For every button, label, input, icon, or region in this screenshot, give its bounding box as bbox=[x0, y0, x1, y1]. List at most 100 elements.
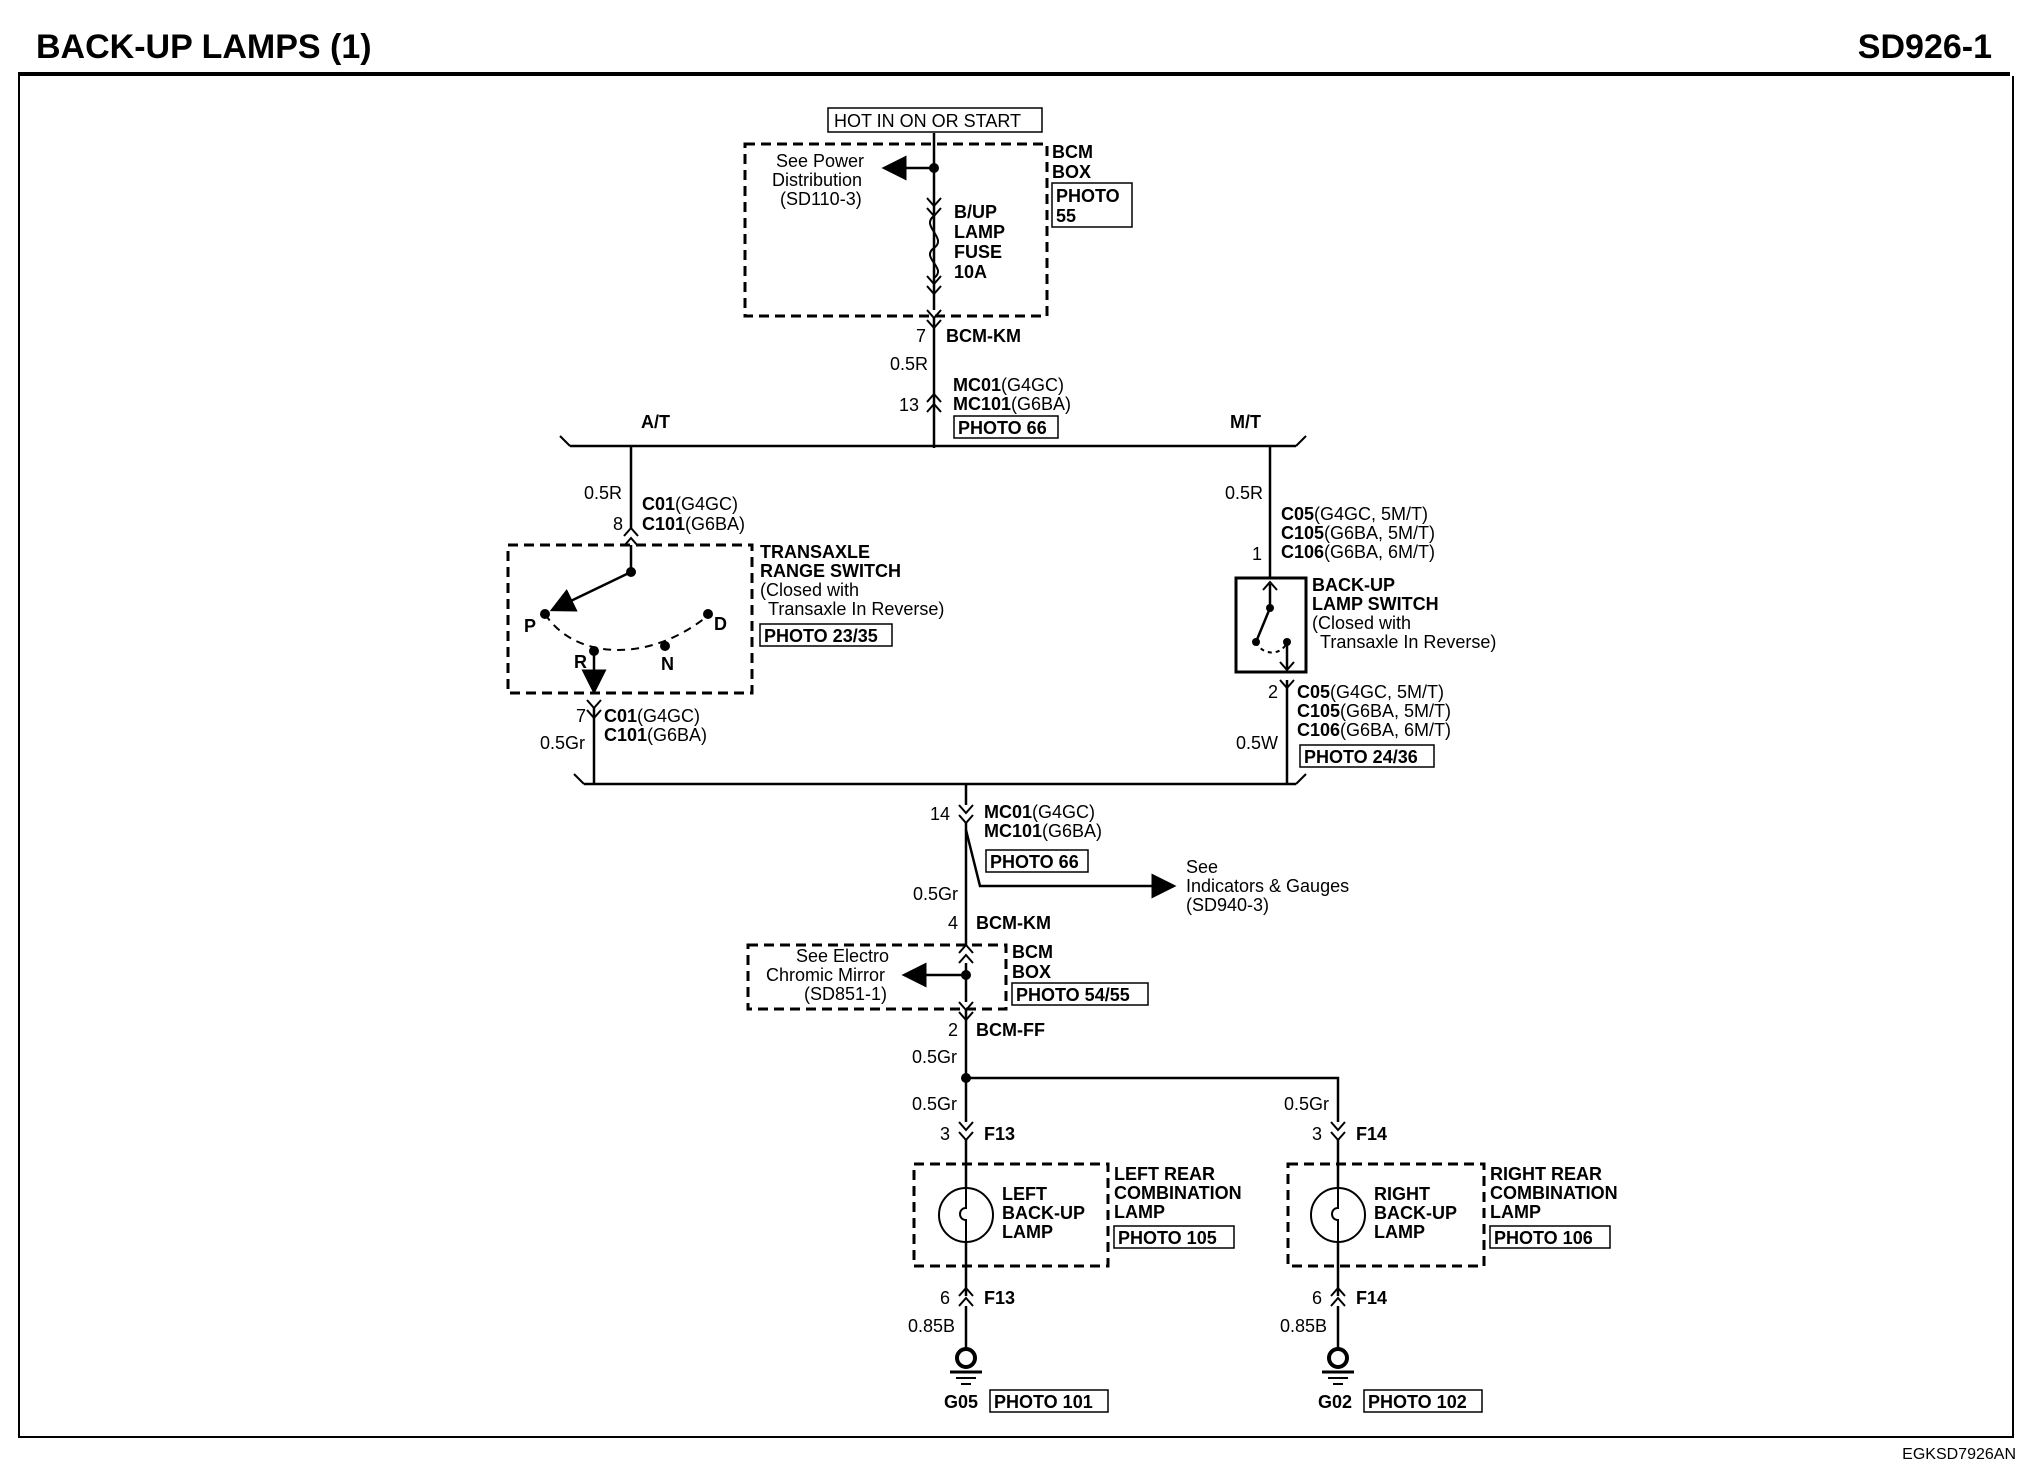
mt-c105: C105 bbox=[1281, 523, 1324, 543]
right-wire-gnd: 0.85B bbox=[1280, 1316, 1327, 1336]
svg-text:MC101(G6BA): MC101(G6BA) bbox=[953, 394, 1071, 414]
at-wire: 0.5R bbox=[584, 483, 622, 503]
see-mirror-1: See Electro bbox=[796, 946, 889, 966]
hot-label-box bbox=[827, 107, 1043, 133]
header-bar: BACK-UP LAMPS (1) SD926-1 bbox=[18, 18, 2010, 76]
at-c101: C101 bbox=[642, 514, 685, 534]
wire-top: 0.5R bbox=[890, 354, 928, 374]
see-ind-3: (SD940-3) bbox=[1186, 895, 1269, 915]
right-name-1: RIGHT bbox=[1374, 1184, 1430, 1204]
see-power-line2: Distribution bbox=[772, 170, 862, 190]
mid-photo5455: PHOTO 54/55 bbox=[1016, 985, 1130, 1005]
svg-text:C106(G6BA, 6M/T): C106(G6BA, 6M/T) bbox=[1281, 542, 1435, 562]
bcm-box-top bbox=[743, 142, 1049, 318]
mid-mc101-spec: (G6BA) bbox=[1042, 821, 1102, 841]
right-name-2: BACK-UP bbox=[1374, 1203, 1457, 1223]
mt-switch-1: BACK-UP bbox=[1312, 575, 1395, 595]
bcm-box-label-1: BCM bbox=[1052, 142, 1093, 162]
mid-mc01-spec: (G4GC) bbox=[1032, 802, 1095, 822]
mid-wire1: 0.5Gr bbox=[913, 884, 958, 904]
mc01-spec-top: (G4GC) bbox=[1001, 375, 1064, 395]
mc101-spec-top: (G6BA) bbox=[1011, 394, 1071, 414]
at-c01: C01 bbox=[642, 494, 675, 514]
see-mirror-3: (SD851-1) bbox=[804, 984, 887, 1004]
mt-c105-spec: (G6BA, 5M/T) bbox=[1324, 523, 1435, 543]
right-conn-bot: F14 bbox=[1356, 1288, 1387, 1308]
right-pin6: 6 bbox=[1312, 1288, 1322, 1308]
at-photo-box bbox=[759, 623, 893, 647]
right-assy-1: RIGHT REAR bbox=[1490, 1164, 1602, 1184]
mc101-top: MC101 bbox=[953, 394, 1011, 414]
see-ind-2: Indicators & Gauges bbox=[1186, 876, 1349, 896]
mid-photo66: PHOTO 66 bbox=[990, 852, 1079, 872]
mt-c106-spec: (G6BA, 6M/T) bbox=[1324, 542, 1435, 562]
right-ground: G02 bbox=[1318, 1392, 1352, 1412]
at-c101-spec-b: (G6BA) bbox=[647, 725, 707, 745]
mt-wire-out: 0.5W bbox=[1236, 733, 1278, 753]
right-wire: 0.5Gr bbox=[1284, 1094, 1329, 1114]
photo66-top-box bbox=[953, 415, 1059, 439]
diagram-frame bbox=[18, 76, 2014, 1438]
right-gnd-photo-box bbox=[1363, 1389, 1483, 1413]
fuse-label-4: 10A bbox=[954, 262, 987, 282]
left-conn-bot: F13 bbox=[984, 1288, 1015, 1308]
svg-text:C05(G4GC, 5M/T): C05(G4GC, 5M/T) bbox=[1297, 682, 1444, 702]
mt-c105-spec-b: (G6BA, 5M/T) bbox=[1340, 701, 1451, 721]
left-assy-2: COMBINATION bbox=[1114, 1183, 1242, 1203]
mid-bcm-1: BCM bbox=[1012, 942, 1053, 962]
fuse-symbol bbox=[926, 197, 942, 296]
svg-text:C05(G4GC, 5M/T): C05(G4GC, 5M/T) bbox=[1281, 504, 1428, 524]
svg-text:C01(G4GC): C01(G4GC) bbox=[642, 494, 738, 514]
at-switch-1: TRANSAXLE bbox=[760, 542, 870, 562]
at-photo: PHOTO 23/35 bbox=[764, 626, 878, 646]
mt-pin1: 1 bbox=[1252, 544, 1262, 564]
bcm-photo-1: PHOTO bbox=[1056, 186, 1120, 206]
mt-note-2: Transaxle In Reverse) bbox=[1320, 632, 1496, 652]
see-ind-1: See bbox=[1186, 857, 1218, 877]
mt-c106-spec-b: (G6BA, 6M/T) bbox=[1340, 720, 1451, 740]
photo66-top: PHOTO 66 bbox=[958, 418, 1047, 438]
mid-bcm-ff: BCM-FF bbox=[976, 1020, 1045, 1040]
mid-mc101: MC101 bbox=[984, 821, 1042, 841]
hot-label: HOT IN ON OR START bbox=[834, 111, 1021, 131]
left-name-1: LEFT bbox=[1002, 1184, 1047, 1204]
at-c101-spec: (G6BA) bbox=[685, 514, 745, 534]
bcm-photo-2: 55 bbox=[1056, 206, 1076, 226]
mt-switch-2: LAMP SWITCH bbox=[1312, 594, 1439, 614]
mid-pin14: 14 bbox=[930, 804, 950, 824]
mc01-top: MC01 bbox=[953, 375, 1001, 395]
pin-13: 13 bbox=[899, 395, 919, 415]
svg-text:C101(G6BA): C101(G6BA) bbox=[642, 514, 745, 534]
at-switch-2: RANGE SWITCH bbox=[760, 561, 901, 581]
mid-pin2: 2 bbox=[948, 1020, 958, 1040]
at-c01-spec: (G4GC) bbox=[675, 494, 738, 514]
mt-photo: PHOTO 24/36 bbox=[1304, 747, 1418, 767]
fuse-label-3: FUSE bbox=[954, 242, 1002, 262]
mt-c05-b: C05 bbox=[1297, 682, 1330, 702]
svg-text:MC01(G4GC): MC01(G4GC) bbox=[984, 802, 1095, 822]
right-photo: PHOTO 106 bbox=[1494, 1228, 1593, 1248]
left-name-2: BACK-UP bbox=[1002, 1203, 1085, 1223]
left-wire: 0.5Gr bbox=[912, 1094, 957, 1114]
mt-photo-box bbox=[1299, 744, 1435, 768]
svg-text:C105(G6BA, 5M/T): C105(G6BA, 5M/T) bbox=[1281, 523, 1435, 543]
mid-photo66-box bbox=[985, 849, 1089, 873]
mt-label: M/T bbox=[1230, 412, 1261, 432]
right-name-3: LAMP bbox=[1374, 1222, 1425, 1242]
left-lamp-box bbox=[912, 1162, 1110, 1268]
right-pin3: 3 bbox=[1312, 1124, 1322, 1144]
see-power-line1: See Power bbox=[776, 151, 864, 171]
left-assy-3: LAMP bbox=[1114, 1202, 1165, 1222]
image-code: EGKSD7926AN bbox=[1902, 1446, 2016, 1463]
mt-pin2: 2 bbox=[1268, 682, 1278, 702]
range-switch-arc bbox=[544, 613, 711, 651]
indicators-branch bbox=[964, 829, 1177, 899]
at-c01-b: C01 bbox=[604, 706, 637, 726]
bcm-box-mid bbox=[746, 943, 1008, 1011]
left-gnd-photo: PHOTO 101 bbox=[994, 1392, 1093, 1412]
mt-note-1: (Closed with bbox=[1312, 613, 1411, 633]
left-name-3: LAMP bbox=[1002, 1222, 1053, 1242]
backup-lamp-switch-box bbox=[1234, 576, 1308, 674]
at-label: A/T bbox=[641, 412, 670, 432]
bcm-photo-box bbox=[1051, 182, 1133, 228]
